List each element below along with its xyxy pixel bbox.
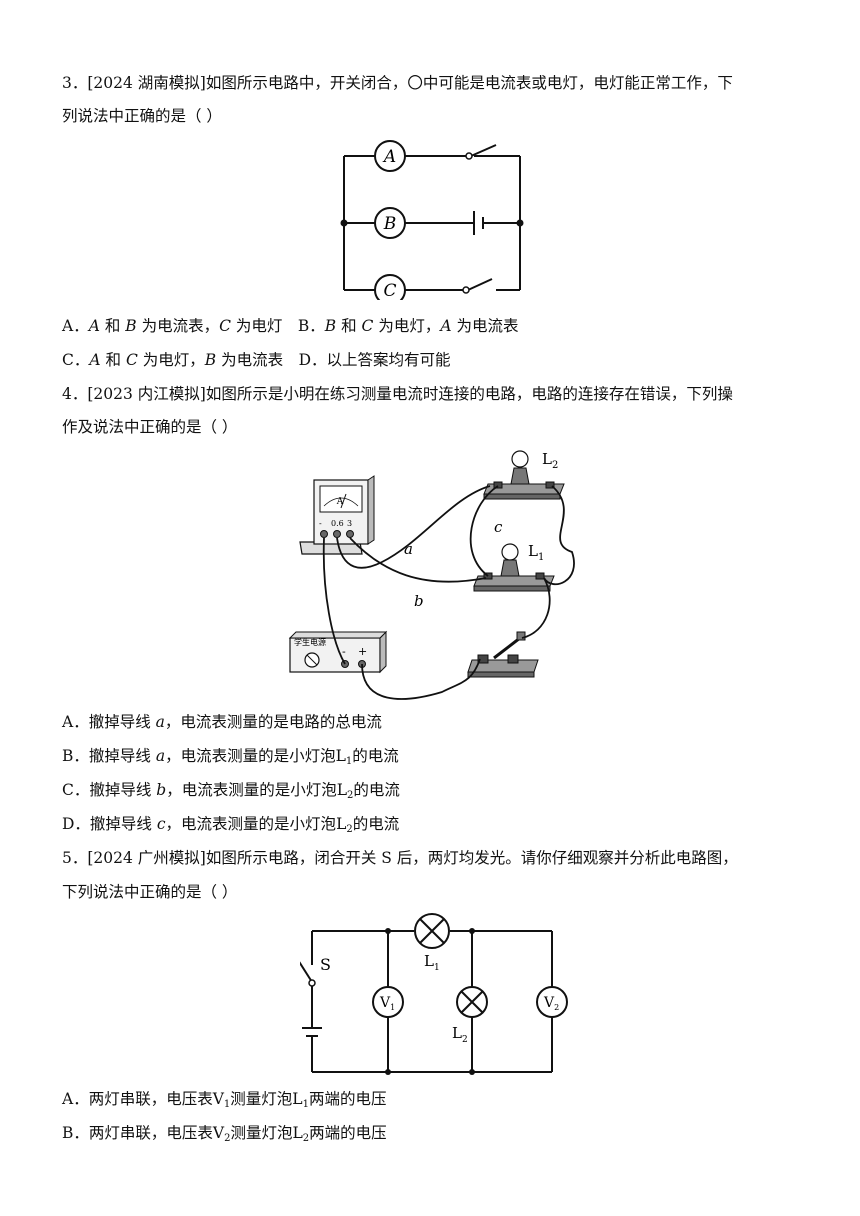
wire-a-label: a (404, 540, 413, 558)
q5-stem-line2: 下列说法中正确的是（ ） (62, 883, 238, 901)
q3-stem-line1: 3．[2024 湖南模拟]如图所示电路中，开关闭合，〇中可能是电流表或电灯，电灯… (62, 74, 733, 92)
q5-option-b: B．两灯串联，电压表V2测量灯泡L2两端的电压 (62, 1124, 387, 1144)
power-supply (288, 630, 388, 674)
lamp-l2-label: L2 (452, 1024, 468, 1045)
bulb-l1-label: L1 (528, 542, 544, 563)
switch-label: S (320, 955, 331, 974)
q5-stem-line1: 5．[2024 广州模拟]如图所示电路，闭合开关 S 后，两灯均发光。请你仔细观… (62, 849, 738, 867)
lamp-l1-label: L1 (424, 952, 440, 973)
q3-option-cd: C．A 和 C 为电灯，B 为电流表 D．以上答案均有可能 (62, 351, 451, 369)
q3-stem-line2: 列说法中正确的是（ ） (62, 107, 222, 125)
ammeter-terminal-neg: - (319, 519, 322, 528)
bulb-l1 (473, 543, 555, 592)
q5-option-a: A．两灯串联，电压表V1测量灯泡L1两端的电压 (62, 1090, 387, 1110)
q3-label-c: C (383, 281, 396, 300)
q3-label-b: B (383, 214, 397, 234)
bulb-l2 (483, 450, 565, 500)
q3-label-a: A (382, 147, 396, 167)
q4-option-c: C．撤掉导线 b，电流表测量的是小灯泡L2的电流 (62, 781, 400, 801)
q5-circuit-diagram: S L1 L2 V1 V2 (300, 913, 568, 1075)
power-supply-label: 学生电源 (294, 637, 326, 647)
q4-stem-line1: 4．[2023 内江模拟]如图所示是小明在练习测量电流时连接的电路，电路的连接存… (62, 385, 733, 403)
supply-terminal-pos: + (358, 645, 367, 658)
ammeter-symbol: A (336, 497, 344, 507)
wire-b-label: b (414, 592, 424, 610)
q3-option-ab: A．A 和 B 为电流表，C 为电灯 B．B 和 C 为电灯，A 为电流表 (62, 317, 519, 335)
ammeter (299, 475, 375, 555)
q4-option-d: D．撤掉导线 c，电流表测量的是小灯泡L2的电流 (62, 815, 400, 835)
knife-switch (467, 631, 539, 678)
voltmeter-v2-label: V2 (543, 995, 559, 1012)
q4-circuit-photo: A - 0.6 3 L2 L1 学生电源 - + (288, 450, 575, 700)
q4-stem-line2: 作及说法中正确的是（ ） (62, 418, 238, 436)
q3-circuit-diagram: A B C (340, 140, 524, 300)
ammeter-terminal-06: 0.6 (331, 519, 344, 528)
supply-terminal-neg: - (342, 645, 346, 658)
q4-option-a: A．撤掉导线 a，电流表测量的是电路的总电流 (62, 713, 382, 731)
bulb-l2-label: L2 (542, 450, 558, 471)
voltmeter-v1-label: V1 (379, 995, 395, 1012)
q4-option-b: B．撤掉导线 a，电流表测量的是小灯泡L1的电流 (62, 747, 399, 767)
wire-c-label: c (494, 518, 503, 536)
ammeter-terminal-3: 3 (347, 519, 352, 528)
